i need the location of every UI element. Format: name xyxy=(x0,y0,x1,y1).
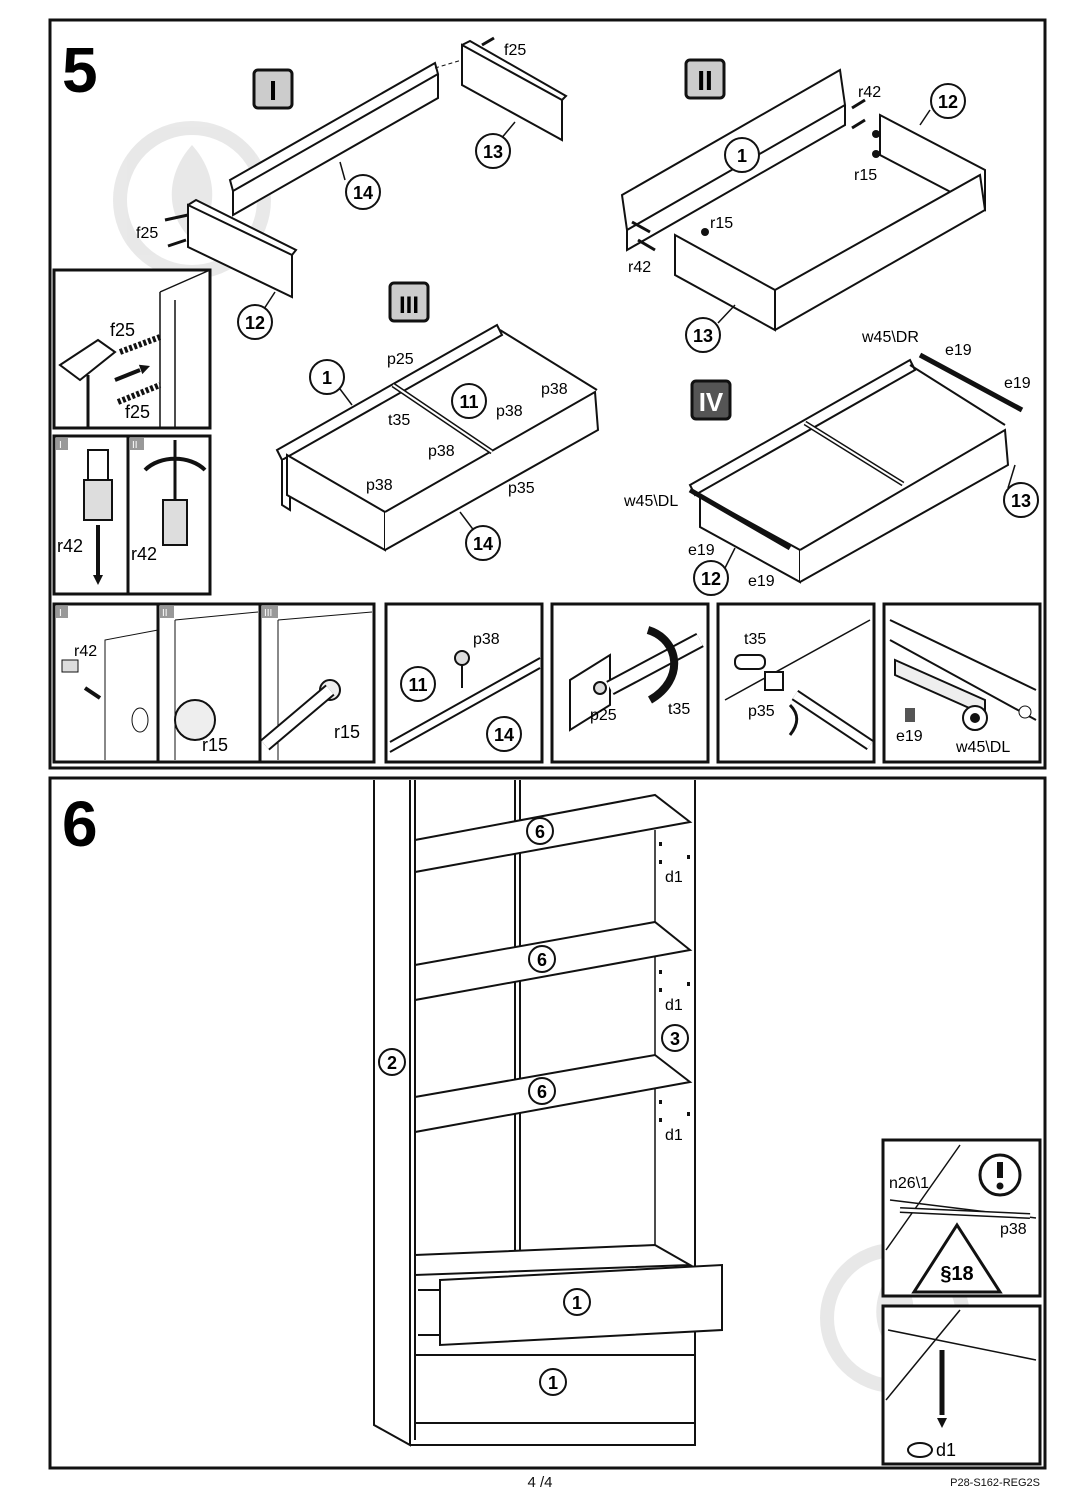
svg-text:14: 14 xyxy=(494,725,514,745)
detail-e19-w45dl: e19 w45\DL xyxy=(882,602,1042,764)
svg-text:p35: p35 xyxy=(748,703,775,720)
substep-II: II r42 r15 r15 r42 1 12 13 xyxy=(620,58,987,353)
svg-text:§18: §18 xyxy=(940,1263,973,1285)
svg-text:6: 6 xyxy=(537,950,547,970)
detail-f25: f25 f25 xyxy=(52,268,212,430)
svg-text:r15: r15 xyxy=(202,735,228,755)
board-13 xyxy=(674,173,987,332)
svg-text:r15: r15 xyxy=(334,722,360,742)
svg-text:1: 1 xyxy=(737,146,747,166)
svg-text:14: 14 xyxy=(473,534,493,554)
detail-p25-t35: p25 t35 xyxy=(550,602,710,764)
detail-d1: d1 xyxy=(881,1304,1042,1466)
svg-text:1: 1 xyxy=(572,1293,582,1313)
svg-text:d1: d1 xyxy=(665,1127,683,1144)
svg-text:12: 12 xyxy=(245,313,265,333)
svg-text:r15: r15 xyxy=(854,167,877,184)
svg-text:p38: p38 xyxy=(541,381,568,398)
svg-text:12: 12 xyxy=(938,92,958,112)
svg-text:III: III xyxy=(399,292,419,319)
svg-text:13: 13 xyxy=(1011,491,1031,511)
detail-t35-p35: t35 p35 xyxy=(716,602,876,764)
svg-text:II: II xyxy=(162,608,168,619)
svg-text:p25: p25 xyxy=(590,707,617,724)
svg-text:e19: e19 xyxy=(748,573,775,590)
board-14 xyxy=(228,61,440,217)
step-5-panel: 5 I f25 f25 14 13 xyxy=(48,18,1047,770)
svg-text:p38: p38 xyxy=(428,443,455,460)
board-13 xyxy=(461,39,568,142)
svg-text:d1: d1 xyxy=(936,1440,956,1460)
svg-text:I: I xyxy=(59,440,62,451)
board-12 xyxy=(187,198,298,299)
svg-text:I: I xyxy=(59,608,62,619)
svg-text:r42: r42 xyxy=(628,259,651,276)
svg-text:e19: e19 xyxy=(896,728,923,745)
svg-text:w45\DR: w45\DR xyxy=(861,329,919,346)
svg-text:1: 1 xyxy=(322,368,332,388)
svg-text:e19: e19 xyxy=(945,342,972,359)
svg-text:r15: r15 xyxy=(710,215,733,232)
svg-text:f25: f25 xyxy=(110,320,135,340)
svg-text:p25: p25 xyxy=(387,351,414,368)
svg-text:e19: e19 xyxy=(688,542,715,559)
svg-text:1: 1 xyxy=(548,1373,558,1393)
detail-p38: p38 11 14 xyxy=(384,602,544,764)
svg-text:t35: t35 xyxy=(668,701,690,718)
page-number: 4 /4 xyxy=(527,1474,553,1491)
svg-text:11: 11 xyxy=(459,392,478,412)
svg-text:2: 2 xyxy=(387,1053,397,1073)
svg-text:w45\DL: w45\DL xyxy=(955,739,1010,756)
svg-text:IV: IV xyxy=(699,387,724,417)
svg-text:t35: t35 xyxy=(388,412,410,429)
svg-text:p38: p38 xyxy=(496,403,523,420)
svg-text:6: 6 xyxy=(537,1082,547,1102)
svg-text:f25: f25 xyxy=(136,225,158,242)
bookcase: 2 3 6 6 6 1 1 d1 d1 d1 xyxy=(373,780,723,1447)
step-6-number: 6 xyxy=(62,788,98,860)
detail-r15-steps: I II III r42 r15 r15 xyxy=(52,602,376,764)
svg-text:14: 14 xyxy=(353,183,373,203)
svg-text:w45\DL: w45\DL xyxy=(623,493,678,510)
svg-text:p38: p38 xyxy=(1000,1221,1027,1238)
substep-III: III p25 t35 p38 p38 p38 p38 p35 1 11 14 xyxy=(275,281,600,561)
svg-text:p38: p38 xyxy=(473,631,500,648)
svg-text:r42: r42 xyxy=(131,544,157,564)
svg-text:I: I xyxy=(269,75,277,106)
step-6-panel: 6 2 3 6 6 xyxy=(48,776,1047,1470)
svg-text:f25: f25 xyxy=(125,402,150,422)
svg-text:r42: r42 xyxy=(74,643,97,660)
svg-text:p38: p38 xyxy=(366,477,393,494)
svg-text:e19: e19 xyxy=(1004,375,1031,392)
svg-text:r42: r42 xyxy=(858,84,881,101)
detail-anti-tip-warning: §18 n26\1 p38 xyxy=(881,1138,1042,1298)
svg-text:12: 12 xyxy=(701,569,721,589)
svg-text:p35: p35 xyxy=(508,480,535,497)
svg-text:II: II xyxy=(697,65,713,96)
step-5-number: 5 xyxy=(62,34,98,106)
svg-text:d1: d1 xyxy=(665,997,683,1014)
svg-text:13: 13 xyxy=(693,326,713,346)
svg-text:r42: r42 xyxy=(57,536,83,556)
svg-text:II: II xyxy=(132,440,138,451)
svg-text:n26\1: n26\1 xyxy=(889,1175,929,1192)
svg-text:f25: f25 xyxy=(504,42,526,59)
svg-text:t35: t35 xyxy=(744,631,766,648)
svg-text:3: 3 xyxy=(670,1029,680,1049)
svg-text:6: 6 xyxy=(535,822,545,842)
substep-I: I f25 f25 14 13 12 xyxy=(136,36,568,340)
svg-text:13: 13 xyxy=(483,142,503,162)
svg-text:d1: d1 xyxy=(665,869,683,886)
svg-text:11: 11 xyxy=(408,675,427,695)
document-code: P28-S162-REG2S xyxy=(950,1477,1040,1489)
substep-IV: IV w45\DR e19 e19 w45\DL e19 e19 13 12 xyxy=(623,329,1039,596)
svg-text:III: III xyxy=(264,608,272,619)
detail-r42: I II r42 r42 xyxy=(52,434,212,596)
